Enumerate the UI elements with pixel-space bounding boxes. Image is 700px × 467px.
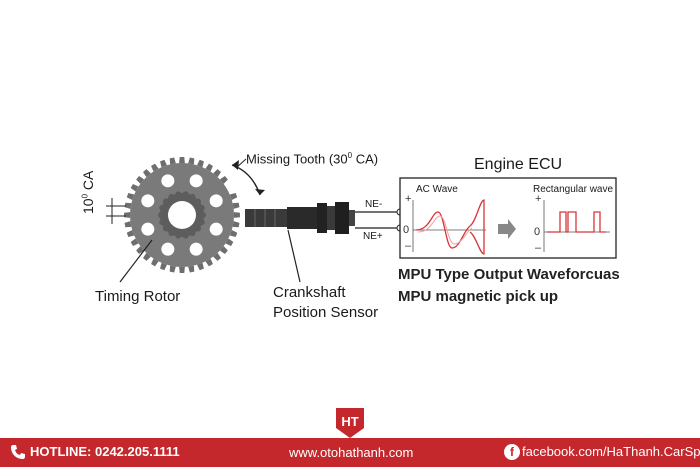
missing-tooth-label: Missing Tooth (300 CA) (246, 151, 379, 167)
hotline-text[interactable]: HOTLINE: 0242.205.1111 (30, 444, 180, 459)
rotor-tooth (233, 212, 240, 218)
hub-spline (168, 230, 175, 237)
rotor-tooth (179, 266, 185, 273)
ac-wave (415, 199, 485, 255)
hub-spline (162, 225, 169, 232)
ac-plus-sign: + (405, 193, 412, 205)
mpu-output-title: MPU Type Output Waveforcuas (398, 266, 620, 283)
phone-icon (11, 445, 25, 459)
conversion-arrow (498, 219, 516, 239)
rotor-tooth (225, 238, 234, 246)
hub-spline (195, 198, 202, 205)
rotor-hole (161, 242, 175, 256)
rotor-tooth (232, 221, 240, 228)
rotor-tooth (219, 176, 228, 184)
rotor-tooth (160, 159, 167, 168)
rotor-tooth (197, 159, 204, 168)
rotor-tooth (151, 258, 159, 267)
rotor-tooth (124, 202, 132, 209)
rotor-tooth (124, 221, 132, 228)
rotor-hole (189, 174, 203, 188)
ne-minus-label: NE- (365, 199, 383, 210)
crankshaft-sensor (245, 202, 355, 234)
facebook-icon[interactable]: f (504, 444, 520, 460)
hub-spline (162, 198, 169, 205)
hub-spline (182, 191, 189, 198)
ht-logo: HT (336, 408, 364, 438)
rotor-tooth (169, 265, 176, 273)
rotor-tooth (130, 184, 139, 192)
rotor-tooth (188, 157, 195, 165)
rect-zero-sign: 0 (534, 226, 541, 238)
sensor-leader-line (287, 229, 301, 283)
footer-bar: HOTLINE: 0242.205.1111 www.otohathanh.co… (0, 438, 700, 467)
rotor-leader-line (119, 239, 153, 283)
rotor-tooth (232, 202, 240, 209)
missing-tooth-arrowhead-bottom (255, 189, 265, 195)
rect-wave (547, 211, 606, 233)
rotor-bore (168, 201, 196, 229)
rotor-tooth (126, 193, 135, 200)
hub-spline (168, 193, 175, 200)
hub-spline (189, 193, 196, 200)
rect-minus-sign: – (535, 242, 542, 254)
ne-plus-label: NE+ (363, 231, 383, 242)
ac-wave-label: AC Wave (416, 184, 458, 195)
rotor-tooth (124, 212, 131, 218)
rotor-tooth (213, 252, 221, 261)
rotor-tooth (160, 262, 167, 271)
rect-wave-label: Rectangular wave (533, 184, 614, 195)
timing-rotor-label: Timing Rotor (95, 288, 181, 305)
rotor-tooth (188, 265, 195, 273)
rotor-tooth (197, 262, 204, 271)
hub-spline (158, 212, 164, 218)
hub-spline (189, 230, 196, 237)
hub-spline (159, 219, 166, 226)
ac-minus-sign: – (405, 240, 412, 252)
missing-tooth-leader (235, 158, 247, 169)
engine-ecu-label: Engine ECU (474, 156, 563, 173)
rotor-hole (141, 222, 155, 236)
rotor-tooth (229, 230, 238, 237)
rotor-tooth (205, 163, 213, 172)
rotor-tooth (205, 258, 213, 267)
ten-degree-ca-label: 100 CA (80, 170, 96, 214)
hub-spline (182, 232, 189, 239)
rotor-tooth (219, 246, 228, 254)
rotor-tooth (130, 238, 139, 246)
rotor-tooth (136, 246, 145, 254)
hub-spline (198, 219, 205, 226)
website-link[interactable]: www.otohathanh.com (289, 445, 414, 460)
rotor-tooth (143, 169, 151, 178)
hub-spline (159, 204, 166, 211)
missing-tooth-arrow (231, 164, 261, 196)
rotor-tooth (179, 157, 185, 164)
rotor-hole (189, 242, 203, 256)
rotor-tooth (151, 163, 159, 172)
rotor-hole (161, 174, 175, 188)
hub-spline (198, 204, 205, 211)
hub-spline (200, 212, 206, 218)
hub-spline (175, 232, 182, 239)
rotor-tooth (126, 230, 135, 237)
logo-text: HT (341, 414, 358, 429)
mpu-pickup-subtitle: MPU magnetic pick up (398, 288, 559, 305)
crankshaft-sensor-diagram (106, 157, 617, 283)
rotor-tooth (229, 193, 238, 200)
rotor-tooth (143, 252, 151, 261)
hub-spline (195, 225, 202, 232)
ac-zero-sign: 0 (403, 224, 410, 236)
missing-tooth-arrowhead-top (232, 160, 239, 170)
rotor-hole (209, 194, 223, 208)
rotor-tooth (213, 169, 221, 178)
rect-plus-sign: + (535, 193, 542, 205)
rotor-tooth (169, 157, 176, 165)
facebook-link[interactable]: facebook.com/HaThanh.CarSpa (522, 444, 700, 459)
rotor-hole (141, 194, 155, 208)
rotor-hole (209, 222, 223, 236)
rotor-tooth (136, 176, 145, 184)
timing-rotor (124, 157, 240, 273)
hub-spline (175, 191, 182, 198)
